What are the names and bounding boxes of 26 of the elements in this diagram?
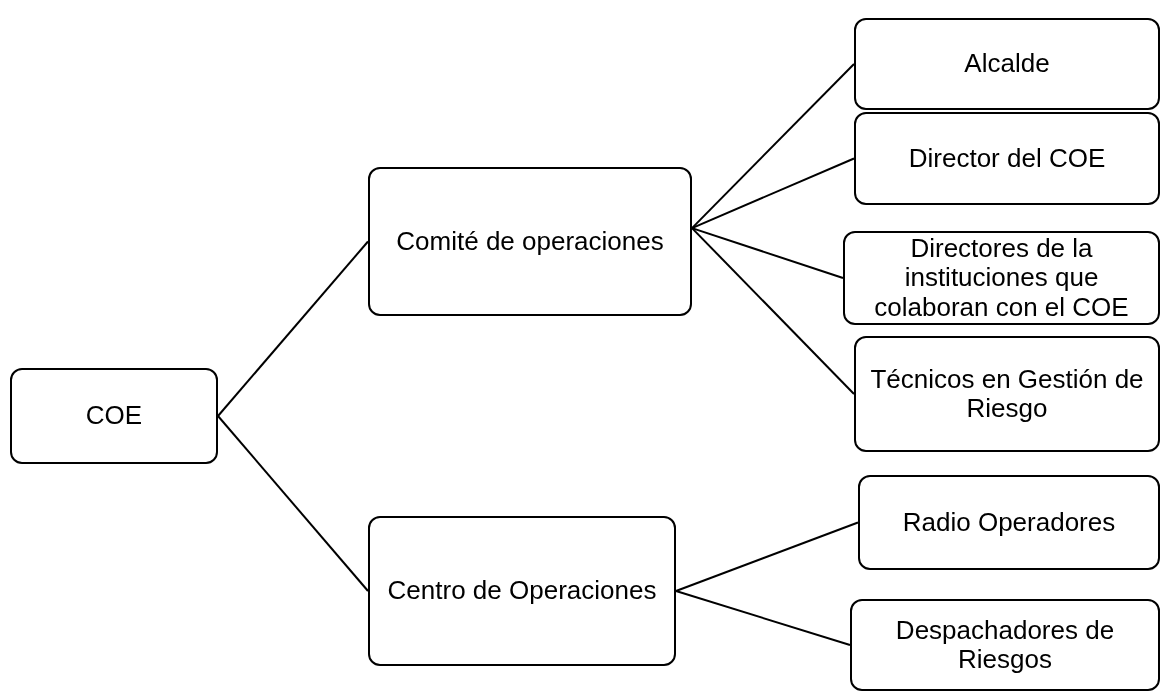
box-label: Centro de Operaciones xyxy=(387,576,657,606)
org-box xyxy=(368,167,692,316)
box-label: COE xyxy=(85,401,143,431)
org-box xyxy=(843,231,1160,325)
org-box xyxy=(858,475,1160,570)
connector-line xyxy=(675,590,851,646)
box-label: Director del COE xyxy=(908,143,1106,174)
connector-line xyxy=(217,240,369,417)
org-box xyxy=(854,18,1160,110)
org-box xyxy=(368,516,676,666)
box-label: Directores de la instituciones que colaboran con el COE xyxy=(873,234,1130,322)
box-label: Radio Operadores xyxy=(902,507,1116,538)
connector-line xyxy=(691,227,855,395)
box-label: Despachadores de Riesgos xyxy=(894,615,1116,675)
connector-line xyxy=(691,227,844,279)
org-box xyxy=(10,368,218,464)
box-label: Alcalde xyxy=(964,49,1050,79)
connector-line xyxy=(675,521,859,592)
connector-line xyxy=(691,157,855,230)
connector-line xyxy=(217,415,369,592)
box-label: Comité de operaciones xyxy=(396,226,664,257)
org-box xyxy=(854,112,1160,205)
box-label: Técnicos en Gestión de Riesgo xyxy=(869,364,1145,424)
org-box xyxy=(854,336,1160,452)
connector-line xyxy=(691,63,855,230)
org-box xyxy=(850,599,1160,691)
